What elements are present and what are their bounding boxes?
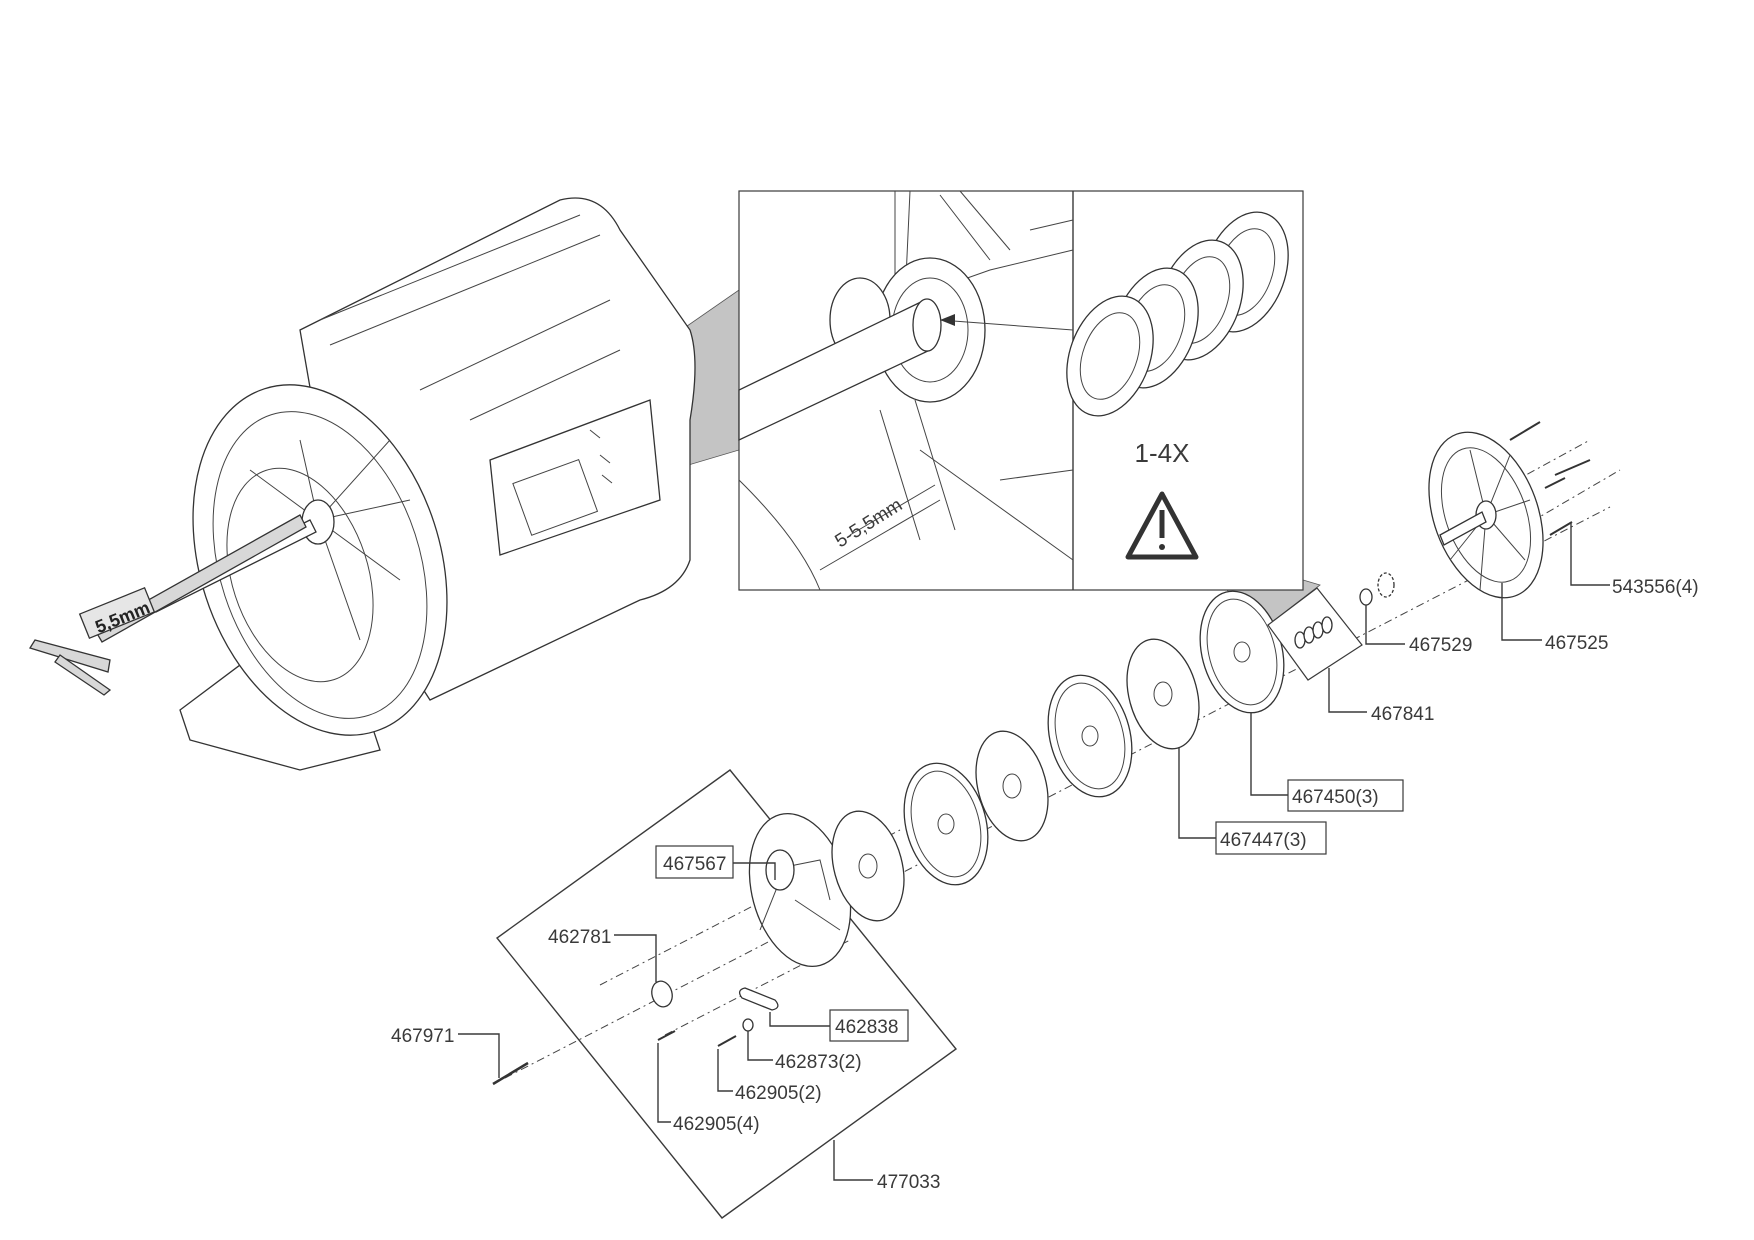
label-467971: 467971 (391, 1026, 454, 1047)
part-462838 (738, 987, 779, 1011)
motor-front-flange (192, 384, 448, 736)
diffuser (1047, 674, 1133, 798)
warning-triangle-icon (1125, 491, 1199, 560)
shim-rings (1066, 211, 1289, 417)
part-467447 (1126, 638, 1200, 750)
part-543556 (1554, 459, 1591, 476)
label-462905-2: 462905(2) (735, 1083, 822, 1104)
part-543556 (1544, 477, 1566, 489)
part-543556 (1549, 521, 1573, 536)
label-462905-4: 462905(4) (673, 1114, 760, 1135)
label-467447: 467447(3) (1220, 830, 1307, 851)
part-462873 (742, 1018, 754, 1032)
part-462905-2 (717, 1035, 737, 1047)
motor-housing (149, 197, 696, 771)
part-467971 (492, 1061, 529, 1086)
part-543556 (1509, 421, 1541, 441)
diffuser (903, 762, 989, 886)
part-462905-4 (657, 1030, 676, 1041)
part-462781 (651, 980, 673, 1008)
detail-inset: 5-5,5mm 1-4X (738, 190, 1304, 591)
coupling (1377, 572, 1395, 598)
inset-shaft-detail: 5-5,5mm (738, 190, 1074, 591)
label-467525: 467525 (1545, 633, 1608, 654)
label-467567: 467567 (663, 854, 726, 875)
leader-lines (458, 522, 1610, 1181)
label-477033: 477033 (877, 1172, 940, 1193)
shim-quantity-label: 1-4X (1135, 438, 1190, 468)
assembly-axis-secondary (664, 939, 851, 1036)
label-467841: 467841 (1371, 704, 1434, 725)
assembly-axis-secondary (599, 829, 901, 986)
label-467529: 467529 (1409, 635, 1472, 656)
label-462781: 462781 (548, 927, 611, 948)
impeller (831, 810, 905, 922)
label-543556: 543556(4) (1612, 577, 1699, 598)
kit-477033-boundary (495, 769, 958, 1219)
part-labels: 543556(4) 467529 467525 467841 467450(3)… (391, 577, 1699, 1193)
pump-stage-parts (492, 421, 1591, 1086)
label-467450: 467450(3) (1292, 787, 1379, 808)
part-467529 (1359, 588, 1373, 606)
label-462838: 462838 (835, 1017, 898, 1038)
impeller (975, 730, 1049, 842)
label-462873: 462873(2) (775, 1052, 862, 1073)
caliper-tool: 5,5mm (29, 514, 307, 696)
